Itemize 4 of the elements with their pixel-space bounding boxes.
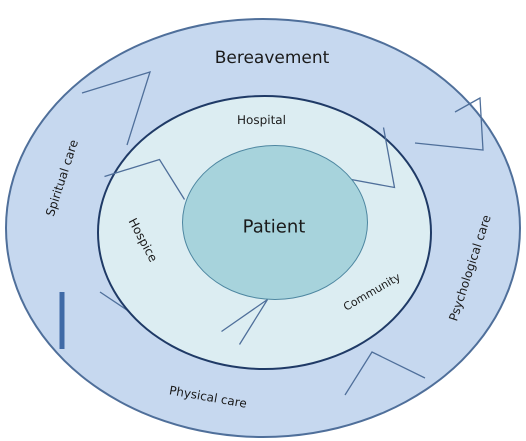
label-text: Bereavement [214, 48, 330, 68]
label-text: Patient [242, 216, 306, 238]
label-text: Physical care [168, 383, 248, 411]
label-text: Hospital [237, 112, 286, 126]
